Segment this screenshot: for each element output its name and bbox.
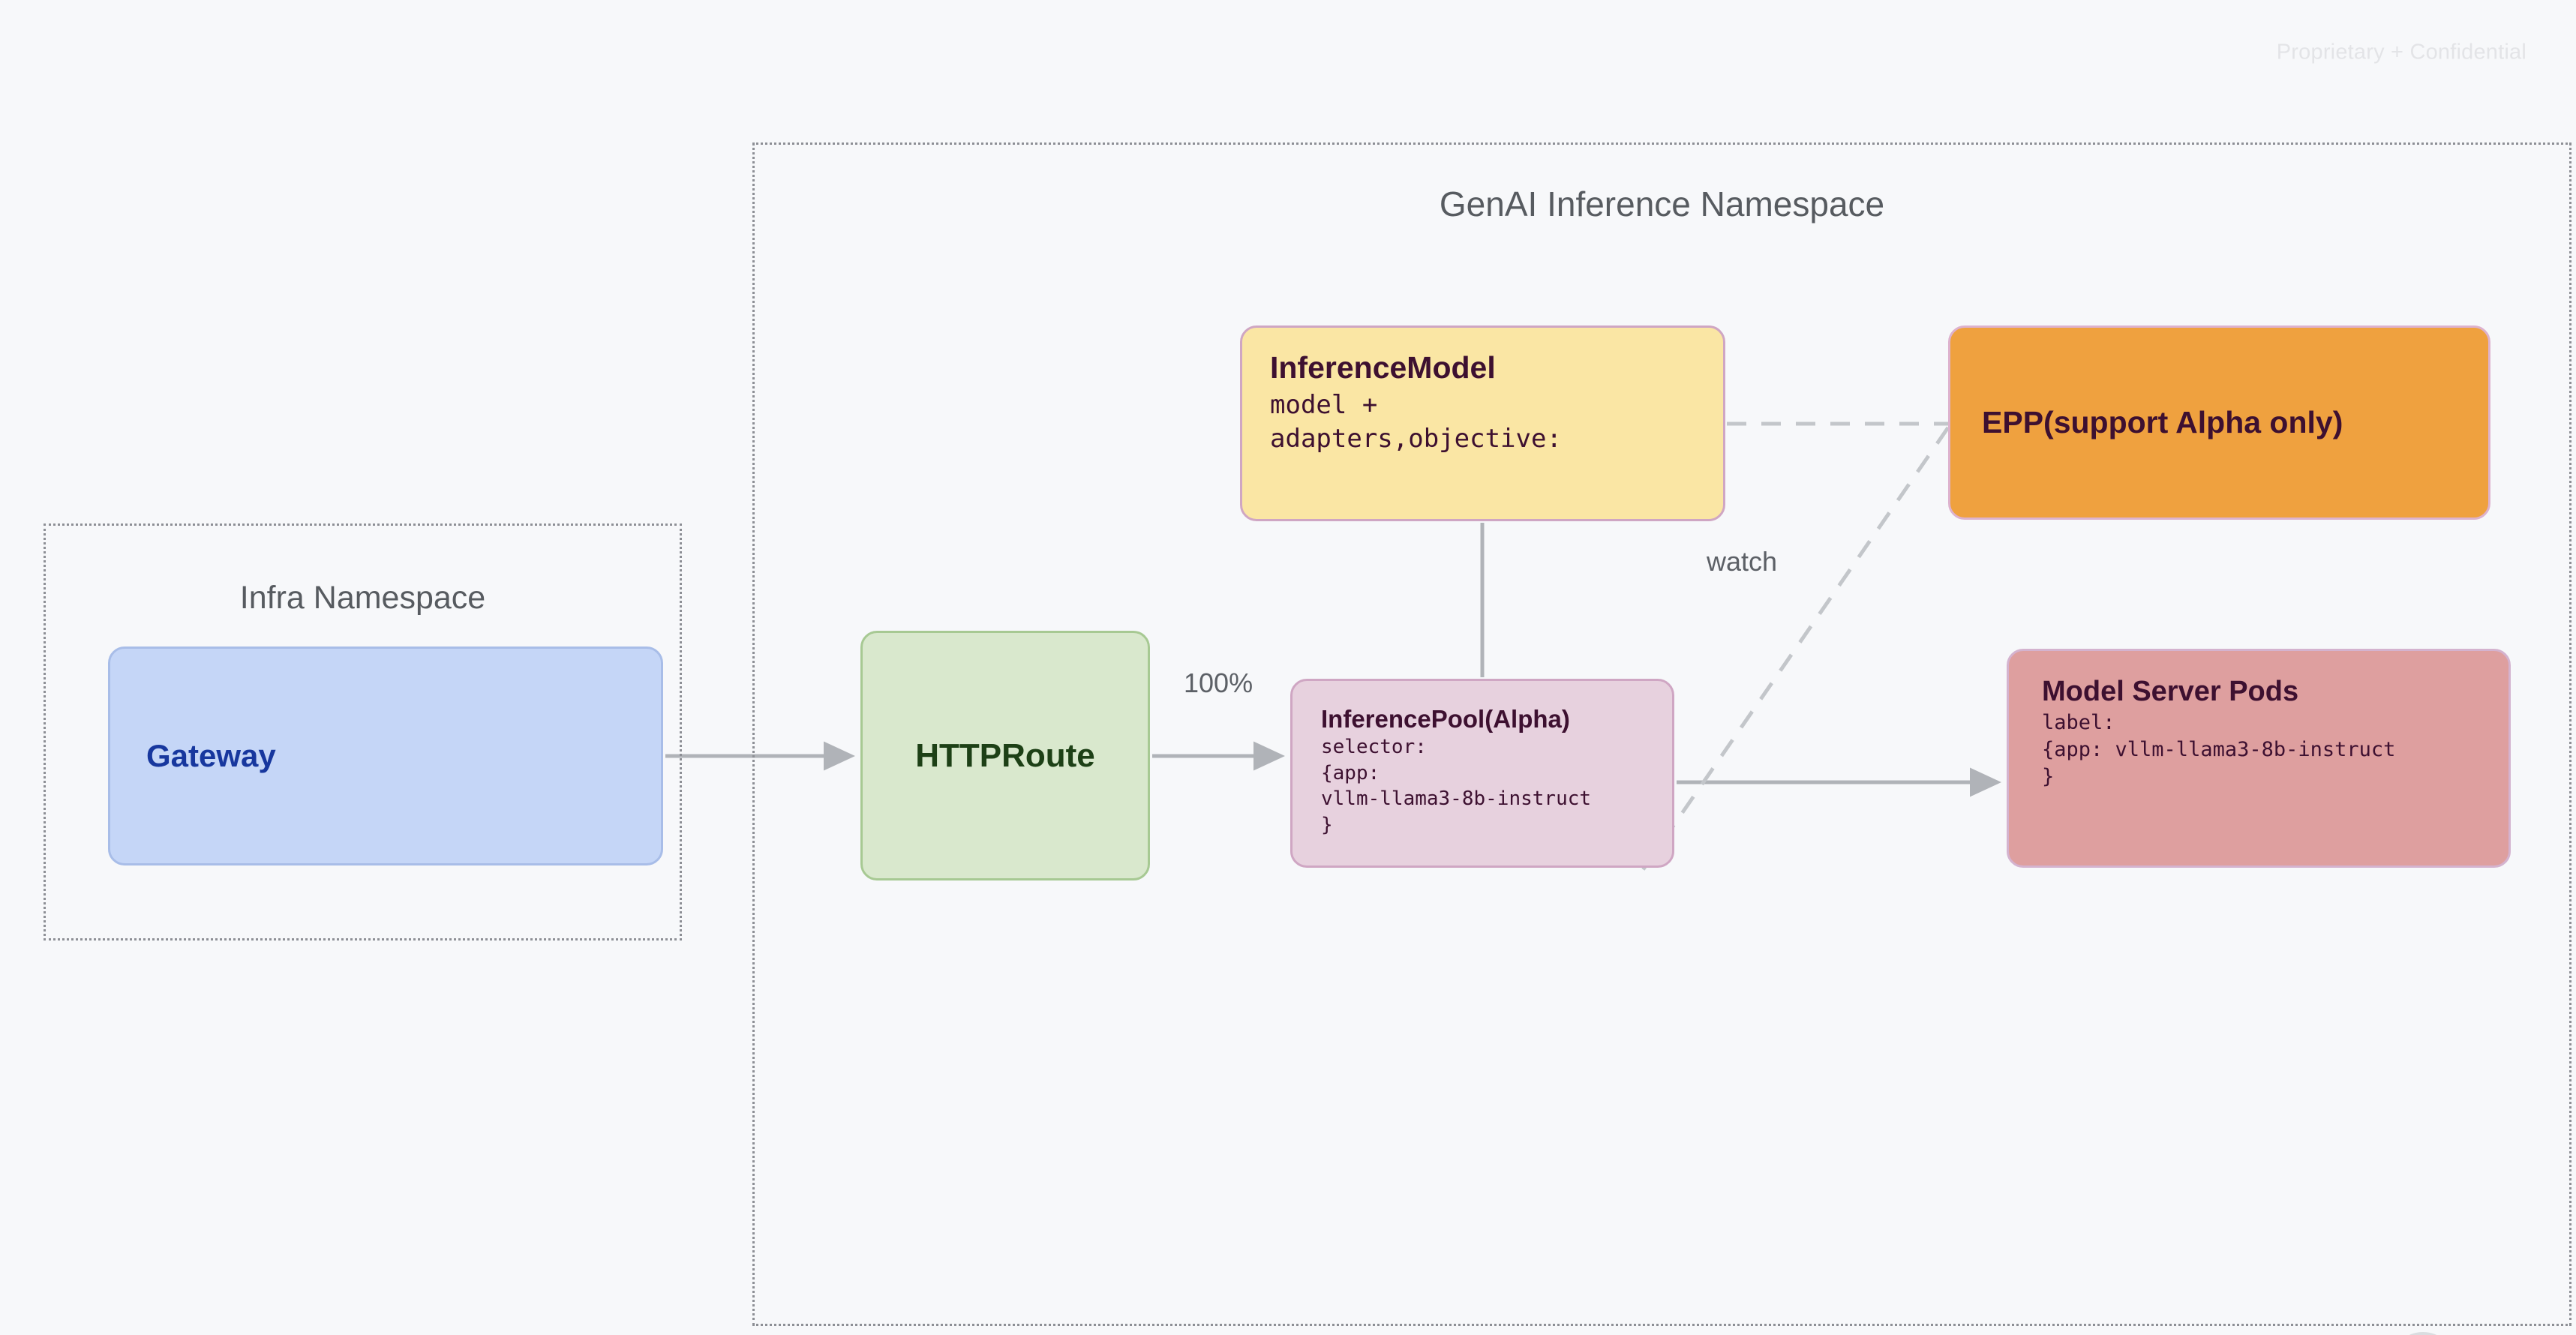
node-epp-title: EPP(support Alpha only) bbox=[1982, 405, 2343, 440]
node-gateway-title: Gateway bbox=[146, 738, 276, 773]
node-inferencepool-body: selector: {app: vllm-llama3-8b-instruct … bbox=[1321, 736, 1592, 836]
cut-off-logo-mark bbox=[2409, 1332, 2437, 1335]
node-epp[interactable]: EPP(support Alpha only) bbox=[1948, 326, 2490, 520]
edge-label-traffic-split: 100% bbox=[1184, 668, 1253, 698]
edge-label-watch: watch bbox=[1707, 546, 1778, 577]
node-httproute[interactable]: HTTPRoute bbox=[860, 631, 1150, 880]
node-model-server-pods-title: Model Server Pods bbox=[2042, 676, 2299, 707]
namespace-infra-title: Infra Namespace bbox=[239, 580, 486, 616]
node-inferencepool[interactable]: InferencePool(Alpha) selector: {app: vll… bbox=[1290, 679, 1674, 868]
namespace-genai-title: GenAI Inference Namespace bbox=[1439, 184, 1885, 224]
node-inferencemodel-body: model + adapters,objective: bbox=[1270, 390, 1562, 454]
namespace-infra: Infra Namespace bbox=[44, 524, 682, 940]
confidentiality-notice: Proprietary + Confidential bbox=[2276, 40, 2526, 64]
node-inferencemodel[interactable]: InferenceModel model + adapters,objectiv… bbox=[1240, 326, 1725, 521]
node-model-server-pods-body: label: {app: vllm-llama3-8b-instruct } bbox=[2042, 711, 2396, 788]
node-httproute-title: HTTPRoute bbox=[915, 736, 1095, 774]
node-gateway[interactable]: Gateway bbox=[108, 646, 663, 866]
node-inferencepool-title: InferencePool(Alpha) bbox=[1321, 705, 1570, 733]
node-inferencemodel-title: InferenceModel bbox=[1270, 350, 1496, 385]
node-model-server-pods[interactable]: Model Server Pods label: {app: vllm-llam… bbox=[2007, 649, 2511, 868]
namespace-genai-inference: GenAI Inference Namespace bbox=[752, 142, 2571, 1326]
